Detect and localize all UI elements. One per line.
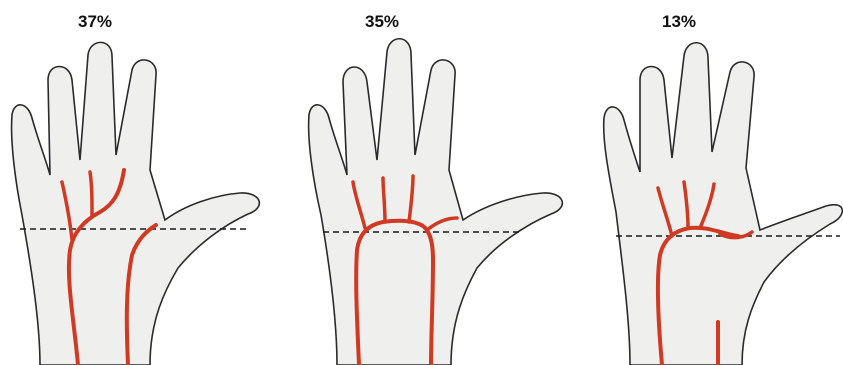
hand-panel-2: 35% [295,0,575,365]
artery-branch-2b [383,178,385,222]
hand-diagram-2 [295,0,575,365]
artery-branch-1b [90,172,92,216]
hand-outline-3 [604,43,843,365]
hand-diagram-1 [0,0,280,365]
hand-diagram-3 [590,0,843,365]
hand-panel-3: 13% [590,0,843,365]
hand-panel-1: 37% [0,0,280,365]
hand-outline-1 [12,42,260,365]
hand-outline-2 [309,39,563,365]
